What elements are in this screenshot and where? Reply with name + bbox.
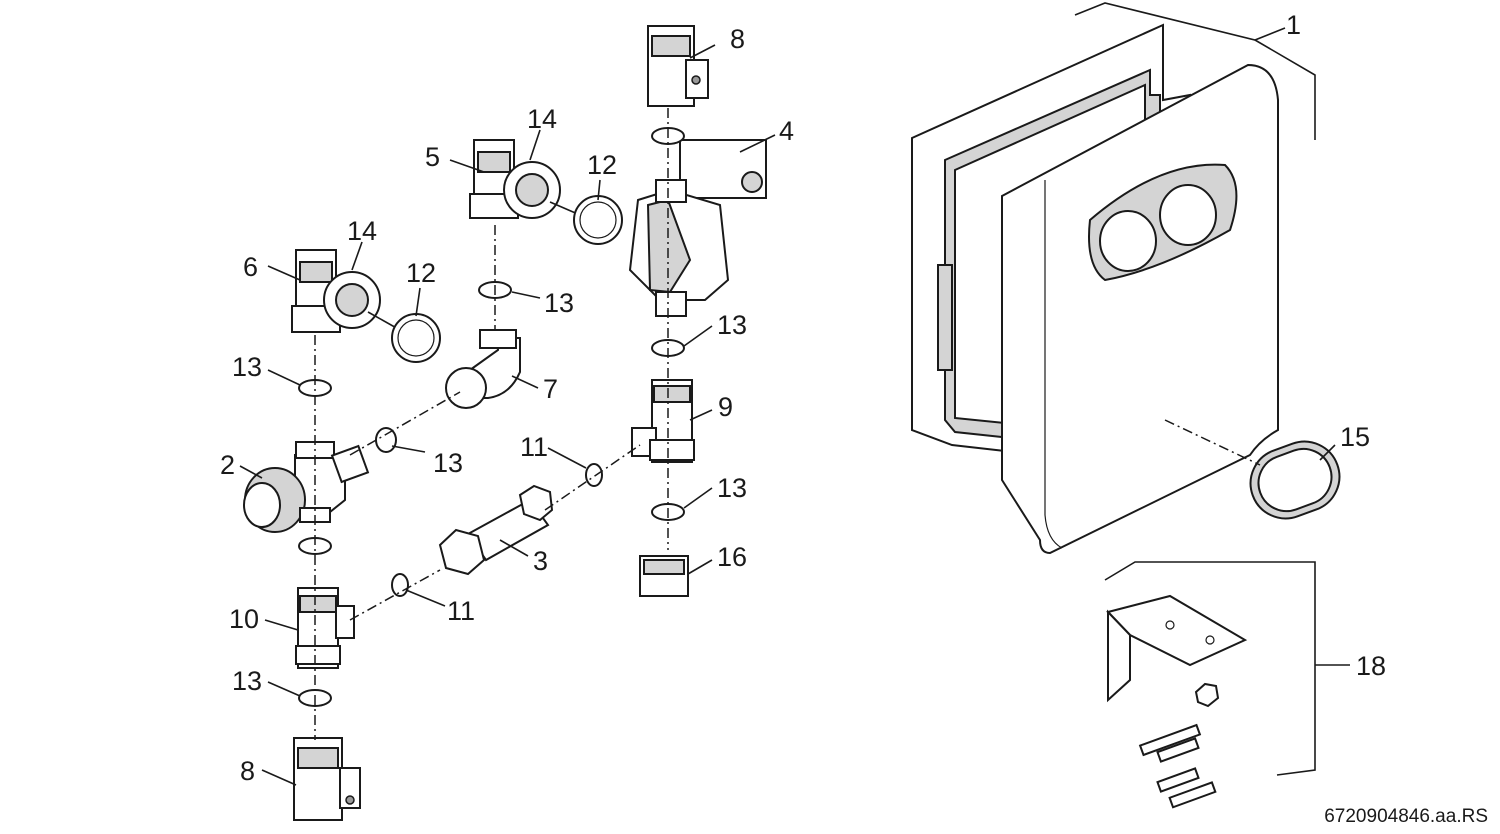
callout-labels: 1 8 4 14 5 12 14 6 12 13 13 13 7 9 15 11… <box>220 10 1386 786</box>
callout-13-c: 13 <box>232 352 262 382</box>
callout-5: 5 <box>425 142 440 172</box>
callout-8-top: 8 <box>730 24 745 54</box>
callout-9: 9 <box>718 392 733 422</box>
callout-13-f: 13 <box>232 666 262 696</box>
tee-10 <box>295 587 355 669</box>
callout-16: 16 <box>717 542 747 572</box>
callout-10: 10 <box>229 604 259 634</box>
adapter-16 <box>639 555 689 597</box>
housing-front-cover <box>1001 63 1279 555</box>
callout-15: 15 <box>1340 422 1370 452</box>
callout-3: 3 <box>533 546 548 576</box>
callout-7: 7 <box>543 374 558 404</box>
callout-4: 4 <box>779 116 794 146</box>
document-id: 6720904846.aa.RS <box>1324 806 1488 827</box>
callout-8-bottom: 8 <box>240 756 255 786</box>
thermometer-12-upper <box>549 195 623 245</box>
callout-13-a: 13 <box>544 288 574 318</box>
callout-18: 18 <box>1356 651 1386 681</box>
assembly-axes <box>314 108 1261 740</box>
callout-6: 6 <box>243 252 258 282</box>
ball-valve-8-top <box>647 25 709 107</box>
callout-11-upper: 11 <box>520 432 548 462</box>
callout-2: 2 <box>220 450 235 480</box>
elbow-7 <box>445 329 521 409</box>
gaskets <box>298 127 685 707</box>
callout-11-lower: 11 <box>447 596 475 626</box>
callout-12-upper: 12 <box>587 150 617 180</box>
callout-14-upper: 14 <box>527 104 557 134</box>
callout-14-lower: 14 <box>347 216 377 246</box>
callout-1: 1 <box>1286 10 1301 40</box>
ball-valve-6 <box>291 249 381 333</box>
callout-12-lower: 12 <box>406 258 436 288</box>
ball-valve-8-bottom <box>293 737 361 821</box>
cover-plug <box>1249 440 1341 520</box>
pipe-3 <box>438 484 554 576</box>
circulation-pump-4 <box>628 139 767 317</box>
callout-13-e: 13 <box>717 473 747 503</box>
thermometer-12-lower <box>367 311 441 363</box>
ball-valve-5 <box>469 139 561 219</box>
mixing-valve-2 <box>243 441 370 533</box>
leader-lines <box>239 2 1350 786</box>
callout-13-b: 13 <box>717 310 747 340</box>
callout-13-d: 13 <box>433 448 463 478</box>
mounting-bracket-kit <box>1106 594 1248 809</box>
tee-9 <box>631 379 695 463</box>
